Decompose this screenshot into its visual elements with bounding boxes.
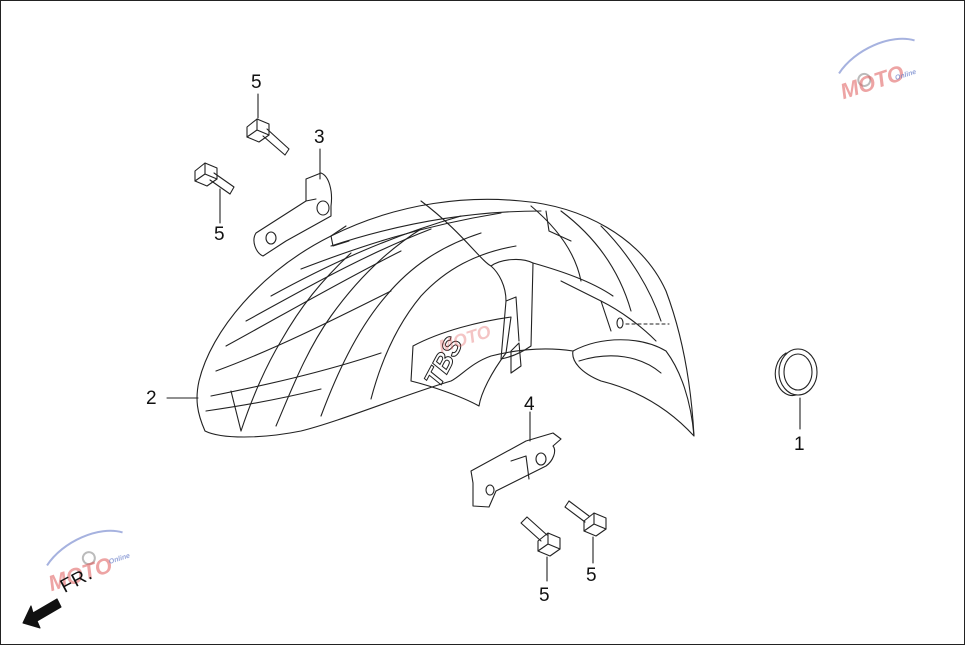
callout-bolt-top-b: 5 <box>214 224 225 245</box>
watermark-top-right: MOTO Online <box>837 37 917 104</box>
callout-part-3: 3 <box>314 127 325 148</box>
callout-bolt-top-a: 5 <box>251 72 262 93</box>
upper-bracket <box>253 172 333 257</box>
callout-bolt-bottom-b: 5 <box>586 565 597 586</box>
callout-part-2: 2 <box>146 388 157 409</box>
watermark-text: MOTO <box>837 60 907 104</box>
bolt-lower-right <box>564 500 607 537</box>
callout-bolt-bottom-a: 5 <box>539 585 550 606</box>
cap-plug <box>774 348 818 397</box>
bolt-lower-left <box>520 516 561 557</box>
callout-part-4: 4 <box>524 394 535 415</box>
watermark-subtext: Online <box>108 552 131 565</box>
lower-bracket <box>470 432 562 508</box>
callout-part-1: 1 <box>794 434 805 455</box>
bolt-upper-right <box>246 118 290 156</box>
front-direction-arrow <box>22 598 62 629</box>
bolt-upper-left <box>194 162 235 195</box>
leader-lines <box>166 93 801 582</box>
front-fender <box>196 198 695 438</box>
